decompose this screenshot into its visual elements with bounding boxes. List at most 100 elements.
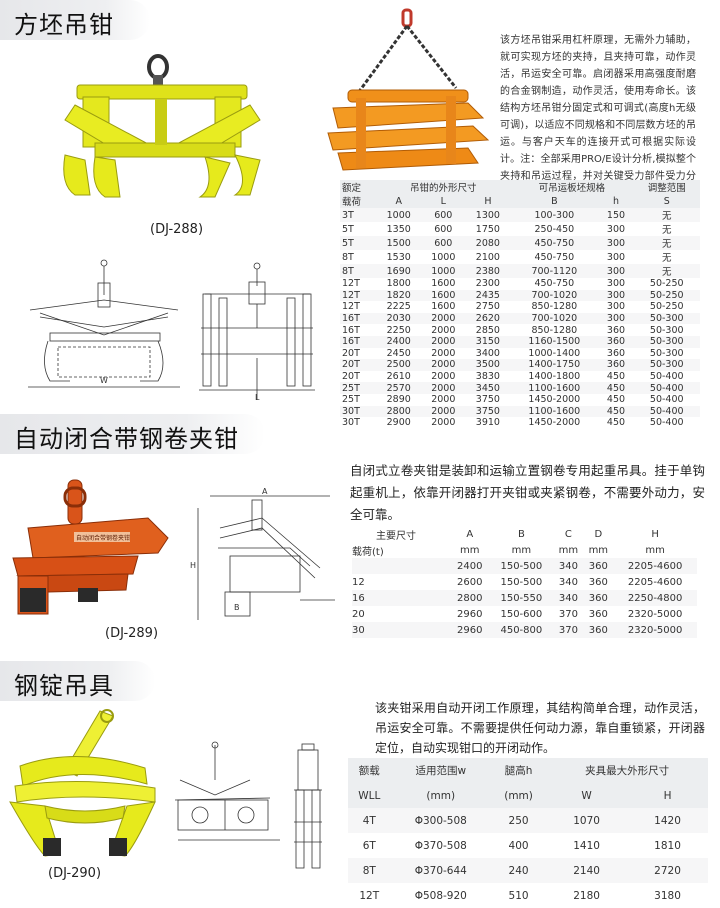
table-cell: 无 [661,267,672,278]
header-cell: mm [558,544,579,556]
section2-title: 自动闭合带钢卷夹钳 [14,425,239,453]
table-cell: 360 [606,336,626,348]
table-cell: 450 [606,417,626,429]
table-cell: 2000 [431,417,456,429]
table-cell: 2205-4600 [627,560,683,572]
table-cell: 2000 [431,359,456,371]
table-cell: 450-750 [534,251,575,263]
table-cell: 2720 [654,864,681,877]
table-cell: 600 [434,237,453,249]
table-cell: Φ370-508 [414,839,467,852]
table-cell: 400 [508,839,529,852]
table-cell: 2570 [386,382,411,394]
table-cell: 2610 [386,371,411,383]
table-cell: 450-750 [534,278,575,290]
table-cell: 360 [606,347,626,359]
table-cell: 12T [342,278,360,290]
ingot-clamp-side-drawing [294,743,322,869]
table-cell: 2800 [386,405,411,417]
table-cell: 450 [606,382,626,394]
table-cell: Φ300-508 [414,814,467,827]
table-cell: 370 [558,624,578,636]
table-cell: 25T [342,394,360,406]
table-cell: 16T [342,324,360,336]
header-cell: 载荷 [340,194,377,208]
header-cell: H [651,528,659,540]
table-cell: 1500 [386,237,411,249]
table-cell: 300 [606,251,626,263]
section3-model: (DJ-290) [48,866,102,881]
table-cell: 50-300 [649,347,684,359]
table-cell: 1450-2000 [528,394,581,406]
table-cell: 600 [434,223,453,235]
table-cell: 2750 [475,301,500,313]
table-cell: 1400-1800 [528,371,581,383]
table-cell [352,558,450,574]
table-cell: 360 [588,560,608,572]
table-cell: 1600 [431,278,456,290]
billet-clamp-spec-table: 额定 吊钳的外形尺寸 可吊运板坯规格 调整范围 载荷 A L H B h S 3… [340,180,700,429]
header-cell: 调整范围 [633,180,700,194]
table-cell: 2250-4800 [627,592,683,604]
table-cell: 150 [606,209,626,221]
table-cell: 5T [342,237,354,249]
table-cell: 600 [434,209,453,221]
table-cell: 850-1280 [531,301,578,313]
table-cell: 1530 [386,251,411,263]
table-cell: 12T [342,301,360,313]
table-cell: 360 [588,624,608,636]
table-cell: 20T [342,359,360,371]
header-cell: D [594,528,603,540]
header-cell: 吊钳的外形尺寸 [376,180,511,194]
table-cell: 2320-5000 [627,608,683,620]
table-cell: 20T [342,347,360,359]
table-cell: 2960 [457,608,483,620]
table-cell: 300 [606,313,626,325]
table-cell: 2000 [431,405,456,417]
table-cell: 300 [606,237,626,249]
table-cell: 30T [342,417,360,429]
table-cell: 2300 [475,278,500,290]
table-cell: 1600 [431,289,456,301]
table-cell: 50-400 [649,394,684,406]
drawing-label-b: B [234,603,240,612]
table-cell: 3750 [475,394,500,406]
header-cell: (mm) [426,789,456,802]
table-cell: 16T [342,336,360,348]
header-cell: mm [511,544,532,556]
header-cell: L [421,194,466,208]
table-cell: 50-300 [649,313,684,325]
table-cell: 20 [352,608,365,620]
table-header-row: 载荷 A L H B h S [340,194,700,208]
header-cell: B [517,528,525,540]
header-cell: mm [645,544,665,556]
table-cell: 1100-1600 [528,405,581,417]
table-cell: 360 [588,608,608,620]
coil-clamp-photo: 自动闭合带钢卷夹钳 [12,479,169,615]
table-cell: 30T [342,405,360,417]
table-cell: 1810 [654,839,681,852]
drawing-label-l: L [255,393,260,402]
table-cell: 50-300 [649,336,684,348]
header-cell: A [466,528,474,540]
table-cell: 50-250 [649,301,684,313]
table-cell: 700-1120 [531,265,578,277]
table-cell: 300 [606,265,626,277]
table-cell: 16T [342,313,360,325]
header-cell: 主要尺寸 [376,530,416,542]
table-cell: 12 [352,576,365,588]
table-cell: 2000 [431,394,456,406]
header-cell: 载荷(t) [352,546,384,558]
